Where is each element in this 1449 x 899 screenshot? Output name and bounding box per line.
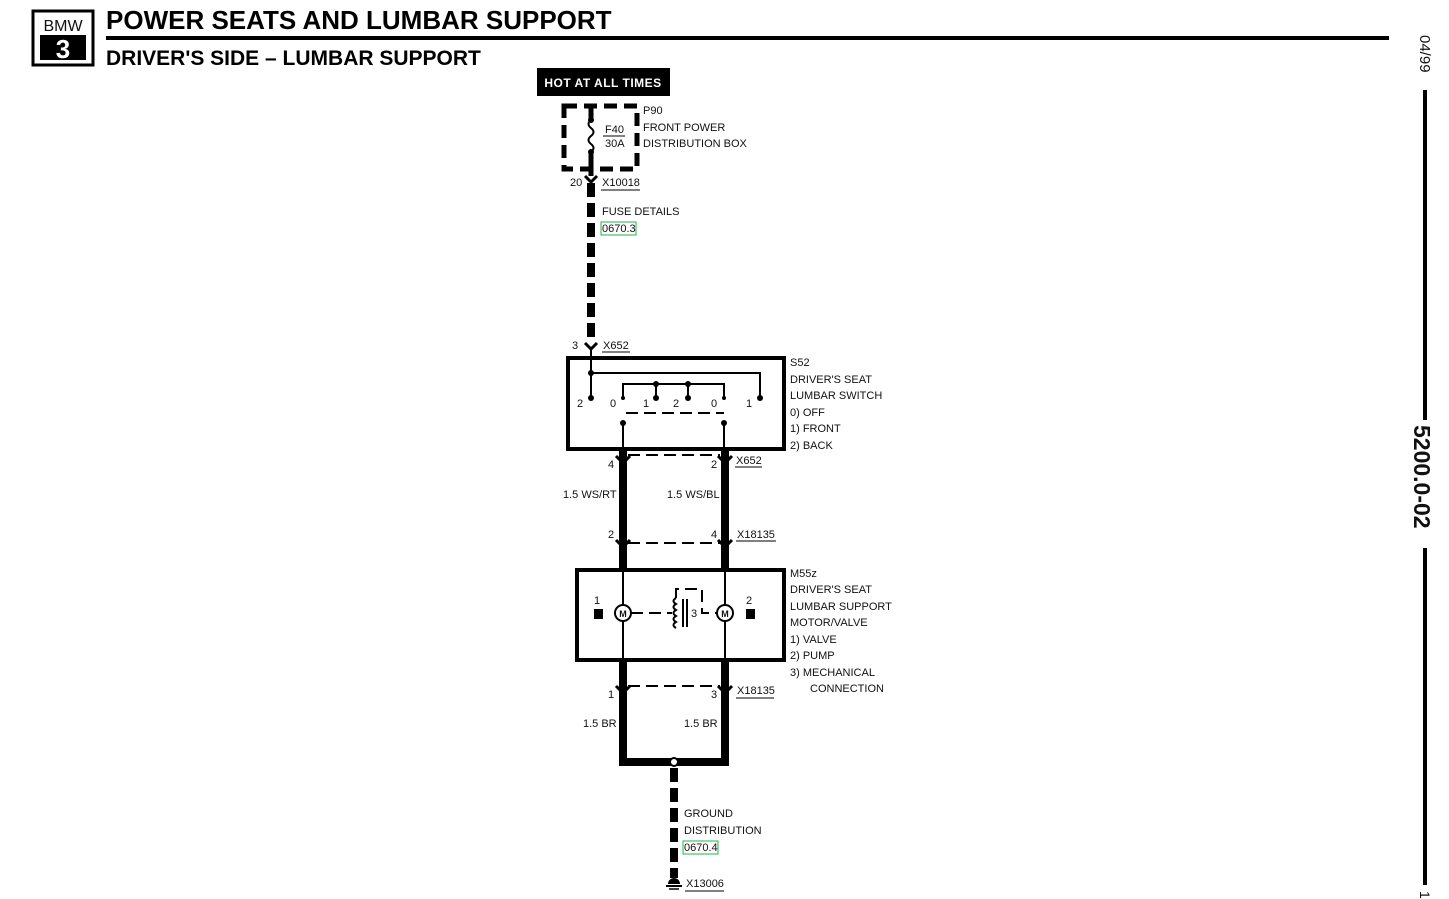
- pin-label: 2: [608, 529, 614, 541]
- power-box-id: P90: [643, 105, 663, 117]
- fuse-rating: 30A: [605, 138, 625, 150]
- margin-strip: 04/99 5200.0-02 1: [1409, 35, 1435, 899]
- pin-label: 2: [711, 459, 717, 471]
- contact-label: 2: [673, 398, 679, 410]
- switch-contacts: [588, 349, 763, 449]
- wire-label: 1.5 BR: [684, 718, 718, 730]
- valve-motor-icon: M: [614, 604, 632, 622]
- connector-x652-in: X652: [603, 340, 629, 352]
- switch-state: 1) FRONT: [790, 423, 841, 435]
- ground-label-1: GROUND: [684, 808, 733, 820]
- logo-brand: BMW: [43, 18, 83, 35]
- switch-name-2: LUMBAR SWITCH: [790, 390, 882, 402]
- connector-icons: [614, 684, 734, 696]
- wire-label: 1.5 BR: [583, 718, 617, 730]
- doc-number: 5200.0-02: [1409, 425, 1435, 529]
- hot-at-all-times-banner: [537, 68, 670, 96]
- motor-label-1: 1: [594, 595, 600, 607]
- connector-x652-out: X652: [736, 455, 762, 467]
- motor-name-1: DRIVER'S SEAT: [790, 584, 872, 596]
- connector-x652-icon: [583, 341, 599, 352]
- switch-input-pin: 3: [572, 340, 578, 352]
- splice-icon: [669, 757, 679, 767]
- motor-name-2: LUMBAR SUPPORT: [790, 601, 892, 613]
- switch-name-1: DRIVER'S SEAT: [790, 374, 872, 386]
- connector-x13006: X13006: [686, 878, 724, 890]
- power-box-name-1: FRONT POWER: [643, 122, 725, 134]
- switch-state: 0) OFF: [790, 407, 825, 419]
- motor-label-2: 2: [746, 595, 752, 607]
- fuse-details-link[interactable]: 0670.3: [602, 223, 636, 235]
- connector-x10018: X10018: [602, 177, 640, 189]
- ground-distribution-link[interactable]: 0670.4: [684, 842, 718, 854]
- page-subtitle: DRIVER'S SIDE – LUMBAR SUPPORT: [106, 47, 481, 70]
- svg-text:M: M: [721, 609, 729, 619]
- logo-series: 3: [56, 34, 70, 64]
- motor-legend: 1) VALVE: [790, 634, 837, 646]
- connector-x18135-in: X18135: [737, 529, 775, 541]
- motor-legend: CONNECTION: [810, 683, 884, 695]
- contact-label: 1: [643, 398, 649, 410]
- terminal-2-icon: [746, 609, 755, 619]
- wire-label: 1.5 WS/BL: [667, 489, 720, 501]
- contact-label: 0: [711, 398, 717, 410]
- page-number: 1: [1417, 891, 1433, 899]
- motor-label-3: 3: [691, 608, 697, 620]
- fuse-details-label: FUSE DETAILS: [602, 206, 679, 218]
- fuse-box-outline: [561, 103, 640, 172]
- switch-state: 2) BACK: [790, 440, 833, 452]
- wire-br: [619, 662, 729, 766]
- contact-label: 0: [610, 398, 616, 410]
- contact-label: 2: [577, 398, 583, 410]
- pin-label: 4: [608, 459, 614, 471]
- connector-x18135-out: X18135: [737, 685, 775, 697]
- margin-date: 04/99: [1416, 35, 1433, 73]
- mechanical-connection-icon: [631, 588, 717, 629]
- contact-label: 1: [746, 398, 752, 410]
- motor-legend: 2) PUMP: [790, 650, 835, 662]
- wire-label: 1.5 WS/RT: [563, 489, 617, 501]
- connector-pin: 20: [570, 177, 582, 189]
- ground-icon: [666, 878, 682, 890]
- connector-icons: [614, 454, 734, 550]
- bmw-3-logo: BMW 3: [31, 9, 95, 67]
- page-title: POWER SEATS AND LUMBAR SUPPORT: [106, 5, 612, 35]
- motor-name-3: MOTOR/VALVE: [790, 617, 868, 629]
- ground-label-2: DISTRIBUTION: [684, 825, 762, 837]
- pin-label: 3: [711, 689, 717, 701]
- switch-id: S52: [790, 357, 810, 369]
- pump-motor-icon: M: [716, 604, 734, 622]
- pin-label: 4: [711, 529, 717, 541]
- power-box-name-2: DISTRIBUTION BOX: [643, 138, 748, 150]
- pin-label: 1: [608, 689, 614, 701]
- fuse-icon: [587, 119, 595, 153]
- switch-s52-box: [566, 356, 786, 451]
- motor-m55z-box: [575, 568, 786, 662]
- svg-text:M: M: [619, 609, 627, 619]
- fuse-id: F40: [605, 124, 624, 136]
- motor-legend: 3) MECHANICAL: [790, 667, 875, 679]
- hot-at-all-times-label: HOT AT ALL TIMES: [544, 76, 661, 90]
- motor-id: M55z: [790, 568, 817, 580]
- terminal-1-icon: [594, 609, 603, 619]
- connector-x10018-icon: [583, 174, 599, 185]
